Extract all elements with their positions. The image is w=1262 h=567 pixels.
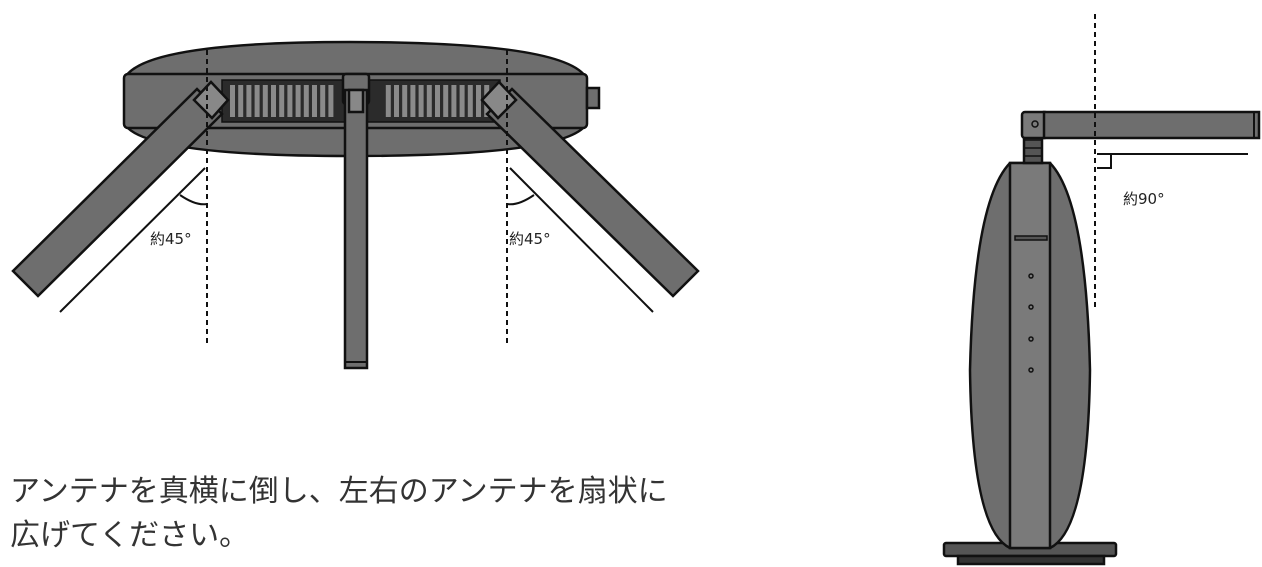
vent-slot [320,85,326,117]
vent-slot [426,85,432,117]
angle-label-right: 約45° [509,230,551,248]
joint-pin [1031,120,1039,128]
vent-slot [303,85,309,117]
vent-slot [451,85,457,117]
vent-slot [328,85,334,117]
antenna-center [341,72,371,370]
angle-label-left: 約45° [150,230,192,248]
vent-slot [230,85,235,117]
caption-line-1: アンテナを真横に倒し、左右のアンテナを扇状に [10,474,668,509]
vent-slot [394,85,399,117]
vent-slot [476,85,481,117]
reference-lines-side [1094,14,1248,310]
vent-slot [467,85,473,117]
angle-label-side: 約90° [1123,190,1165,208]
instruction-caption: アンテナを真横に倒し、左右のアンテナを扇状に 広げてください。 [10,470,668,558]
vent-slot [246,85,252,117]
vent-slot [418,85,424,117]
antenna-right [480,80,700,298]
vent-slot [271,85,276,117]
vent-slot [312,85,317,117]
vent-slot [287,85,293,117]
vent-slot [402,85,408,117]
vent-slot [295,85,301,117]
caption-line-2: 広げてください。 [10,518,250,553]
vent-slot [262,85,268,117]
led-indicators [1028,273,1034,373]
vent-slot [279,85,285,117]
vent-slot [435,85,440,117]
vent-slot [443,85,449,117]
vent-slot [385,85,391,117]
antenna-left [11,80,230,298]
vent-slot [410,85,416,117]
reference-lines-front [59,50,654,345]
router-side-view [942,110,1261,566]
vent-slot [238,85,244,117]
vent-slot [254,85,260,117]
vent-slot [459,85,465,117]
